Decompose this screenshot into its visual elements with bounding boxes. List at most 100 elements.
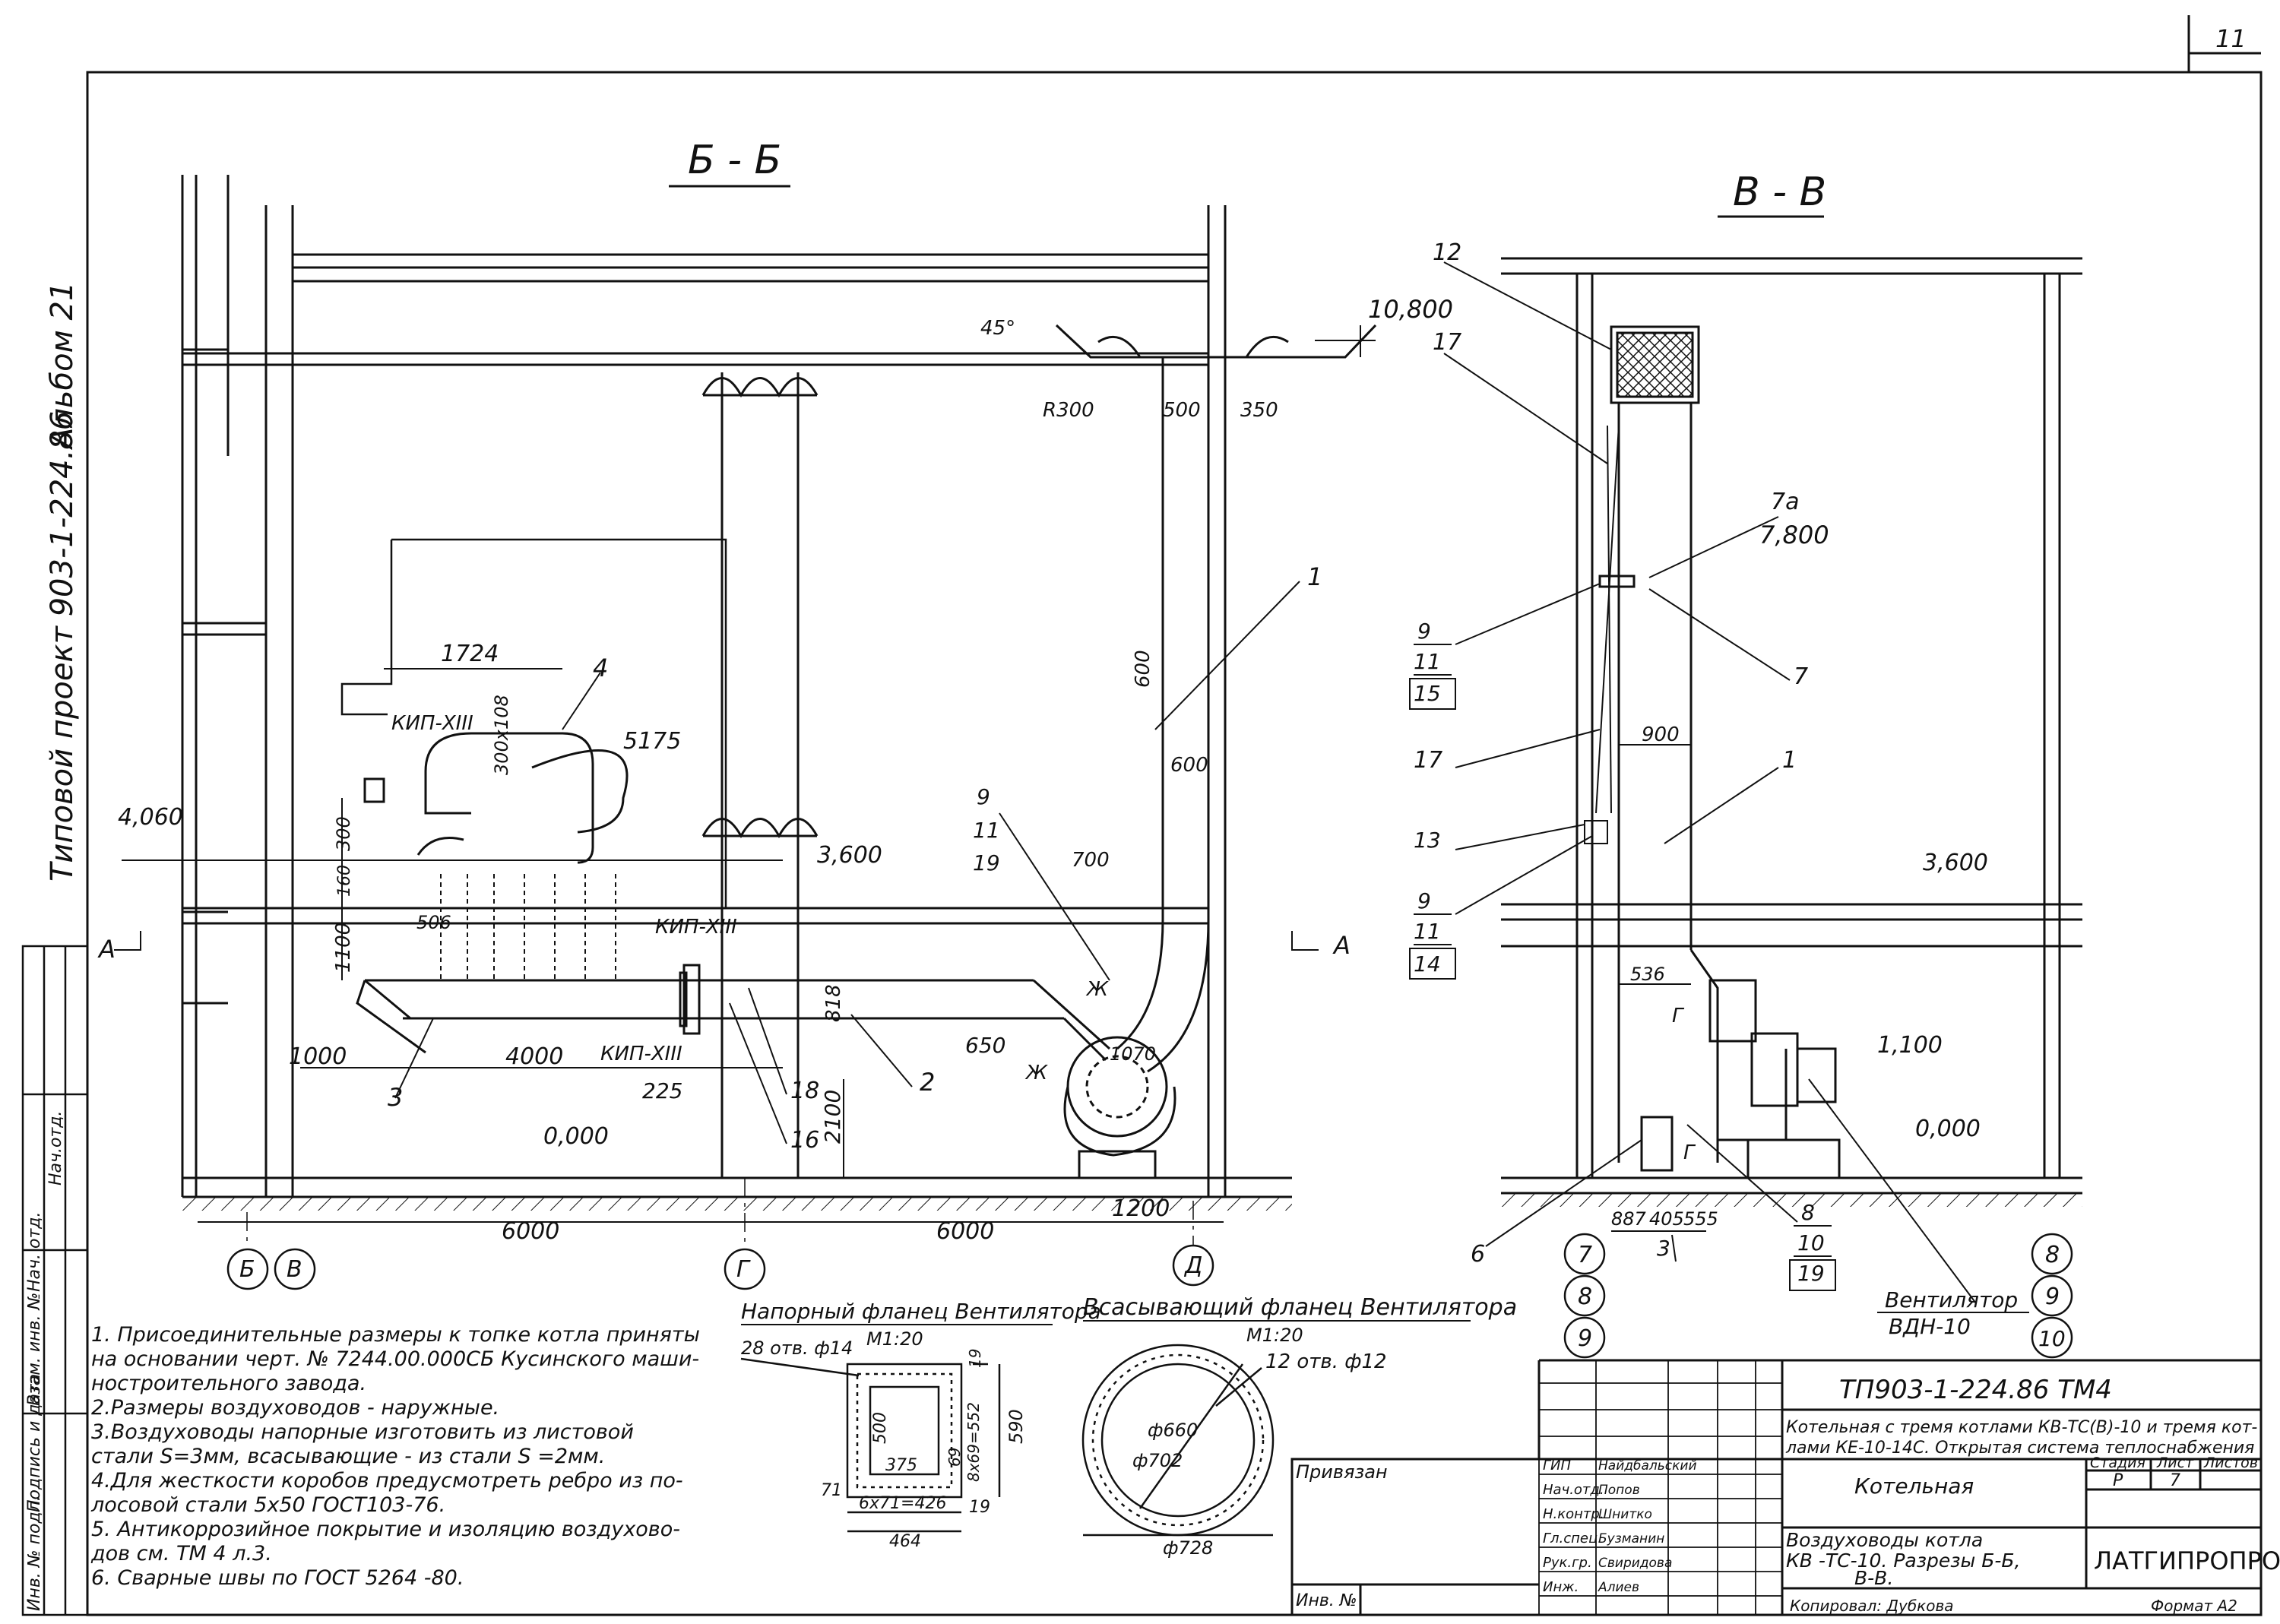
- note-line-8: лосовой стали 5x50 ГОСТ103-76.: [90, 1493, 445, 1517]
- pressure-flange-detail: Напорный фланец Вентилятора М1:20 28 отв…: [740, 1299, 1101, 1551]
- callout-2: 2: [920, 1068, 935, 1097]
- callout-19: 19: [973, 850, 1000, 875]
- vv-callout-11b: 11: [1414, 919, 1441, 944]
- dim-506: 506: [416, 912, 451, 933]
- role-gip: ГИП: [1543, 1458, 1571, 1474]
- name-1: Найдбальский: [1598, 1458, 1697, 1474]
- callout-4: 4: [593, 654, 608, 682]
- role-head: Нач.отд.: [1543, 1482, 1604, 1498]
- strip-label-1: Инв. № подл.: [25, 1496, 44, 1611]
- kip-label-1: КИП-XIII: [391, 712, 473, 735]
- axis-bubble-g: [724, 1248, 766, 1290]
- section-vv-title: В - В: [1733, 169, 1826, 215]
- vv-callout-10: 10: [1797, 1230, 1825, 1255]
- dim-700: 700: [1072, 849, 1110, 872]
- suction-flange-detail: Всасывающий фланец Вентилятора М1:20 12 …: [1081, 1294, 1517, 1559]
- vv-callout-17a: 17: [1433, 329, 1461, 356]
- strip-label-3: Взам. инв. №: [25, 1293, 44, 1406]
- role-nkontr: Н.контр.: [1543, 1506, 1604, 1522]
- vv-axis-left-8: 8: [1578, 1284, 1592, 1310]
- note-line-6: стали S=3мм, всасывающие - из стали S =2…: [91, 1445, 605, 1468]
- left-stamp-strip: [21, 945, 89, 1616]
- pf-dim-69: 69: [945, 1448, 964, 1467]
- name-4: Бузманин: [1598, 1531, 1664, 1546]
- role-eng: Инж.: [1543, 1579, 1579, 1595]
- dim-225: 225: [642, 1078, 682, 1103]
- dim-160: 160: [335, 865, 354, 897]
- callout-11: 11: [973, 818, 1000, 843]
- role-group: Рук.гр.: [1543, 1555, 1592, 1571]
- sheet-value: 7: [2170, 1471, 2180, 1490]
- axis-label-b: Б: [239, 1256, 255, 1283]
- section-bb: Б - Б: [97, 138, 1453, 1290]
- vv-dim-555: 555: [1683, 1208, 1718, 1230]
- pf-dim-6x71: 6x71=426: [859, 1494, 946, 1513]
- vv-dim-536: 536: [1630, 964, 1665, 985]
- angle-45: 45°: [980, 317, 1015, 340]
- dim-350: 350: [1240, 399, 1278, 422]
- callout-9: 9: [977, 784, 990, 809]
- cut-mark-a-right: А: [1332, 931, 1351, 960]
- dim-r300: R300: [1043, 399, 1094, 422]
- copied-by: Копировал: Дубкова: [1790, 1597, 1954, 1615]
- album-label: Альбом 21: [45, 282, 80, 451]
- object-name-1: Котельная с тремя котлами КВ-ТС(В)-10 и …: [1786, 1418, 2257, 1437]
- title-block: ТП903-1-224.86 ТМ4 Котельная с тремя кот…: [1290, 1359, 2280, 1616]
- note-line-9: 5. Антикоррозийное покрытие и изоляцию в…: [91, 1518, 680, 1541]
- dim-1200: 1200: [1112, 1195, 1170, 1222]
- sheet-title-1: Воздуховоды котла: [1786, 1529, 1983, 1551]
- section-vv: В - В: [1409, 169, 2082, 1359]
- sf-dim-728: ф728: [1163, 1537, 1213, 1559]
- kip-label-2: КИП-XIII: [655, 916, 737, 939]
- vv-callout-13: 13: [1414, 828, 1441, 853]
- vv-callout-15: 15: [1414, 681, 1441, 706]
- note-line-11: 6. Сварные швы по ГОСТ 5264 -80.: [91, 1566, 464, 1590]
- dim-1070: 1070: [1110, 1043, 1156, 1065]
- section-bb-title: Б - Б: [688, 138, 781, 183]
- vv-callout-14: 14: [1414, 951, 1441, 977]
- pressure-flange-title: Напорный фланец Вентилятора: [741, 1299, 1101, 1324]
- strip-label-2: Подпись и дата: [25, 1374, 44, 1512]
- note-line-4: 2.Размеры воздуховодов - наружные.: [91, 1396, 499, 1420]
- pressure-flange-holes: 28 отв. ф14: [741, 1338, 853, 1359]
- name-2: Попов: [1598, 1483, 1640, 1498]
- section-mark-zh-1: Ж: [1085, 978, 1109, 1001]
- pf-dim-71: 71: [821, 1481, 842, 1500]
- sheet-title-3: В-В.: [1854, 1567, 1893, 1589]
- sf-dim-660: ф660: [1148, 1420, 1198, 1441]
- dim-818: 818: [822, 984, 845, 1022]
- vv-elev-3600: 3,600: [1923, 850, 1988, 876]
- dim-2100: 2100: [820, 1090, 845, 1144]
- doc-code: ТП903-1-224.86 ТМ4: [1839, 1375, 2112, 1405]
- name-6: Алиев: [1598, 1580, 1639, 1595]
- note-line-10: дов см. ТМ 4 л.3.: [90, 1542, 272, 1565]
- vv-callout-6: 6: [1471, 1241, 1485, 1268]
- dim-6000-a: 6000: [502, 1218, 559, 1245]
- suction-flange-scale: М1:20: [1246, 1325, 1303, 1346]
- strip-label-5: Нач.отд.: [46, 1111, 65, 1186]
- axis-bubble-d: [1172, 1244, 1214, 1287]
- pressure-flange-scale: М1:20: [866, 1328, 923, 1350]
- pf-dim-375: 375: [885, 1456, 917, 1475]
- dim-500: 500: [1163, 399, 1201, 422]
- vv-callout-8: 8: [1801, 1200, 1815, 1225]
- note-line-3: ностроительного завода.: [91, 1372, 366, 1395]
- vv-callout-19: 19: [1797, 1261, 1825, 1286]
- vv-callout-9b: 9: [1417, 888, 1431, 913]
- vv-dim-900: 900: [1642, 723, 1680, 746]
- elev-0: 0,000: [543, 1123, 609, 1150]
- pf-dim-500: 500: [871, 1412, 890, 1444]
- note-line-5: 3.Воздуховоды напорные изготовить из лис…: [91, 1420, 634, 1444]
- vv-axis-right-9: 9: [2045, 1284, 2060, 1310]
- kip-label-3: КИП-XIII: [600, 1043, 682, 1065]
- format-label: Формат А2: [2151, 1597, 2237, 1615]
- sheet-title-2: КВ -ТС-10. Разрезы Б-Б,: [1786, 1550, 2021, 1572]
- vv-axis-left-7: 7: [1578, 1242, 1592, 1268]
- callout-1: 1: [1307, 562, 1322, 591]
- building-name: Котельная: [1854, 1474, 1974, 1499]
- vv-elev-0: 0,000: [1915, 1116, 1981, 1142]
- vv-fan-model: ВДН-10: [1889, 1314, 1971, 1339]
- pf-dim-19b: 19: [969, 1498, 990, 1517]
- stage-header: Стадия: [2090, 1455, 2145, 1471]
